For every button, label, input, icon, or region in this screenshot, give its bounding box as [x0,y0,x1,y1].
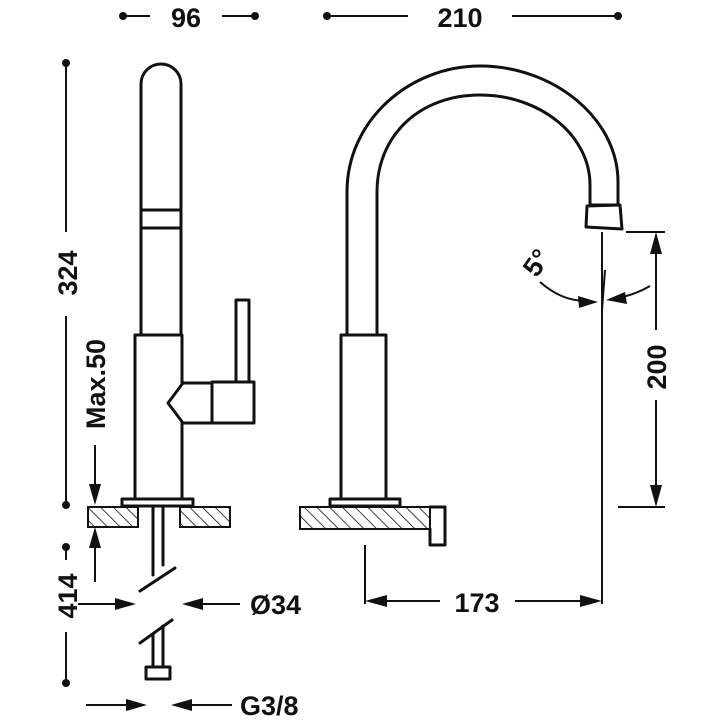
dim-connection-label: G3/8 [240,691,299,720]
dim-connection: G3/8 [86,691,299,720]
dim-max-deck-label: Max.50 [81,339,111,429]
dim-below-deck: 414 [53,543,83,687]
dim-width-side: 210 [323,3,622,33]
dim-reach-label: 173 [454,588,499,618]
dim-width-front: 96 [119,3,259,33]
dim-spout-angle-label: 5° [517,244,556,282]
faucet-side-view [299,64,624,547]
faucet-front-view [87,62,256,681]
dim-width-front-label: 96 [171,3,201,33]
dim-spout-angle: 5° [517,232,651,604]
dim-total-height-label: 324 [53,250,83,295]
dim-below-deck-label: 414 [53,573,83,618]
dim-diameter-label: Ø34 [250,590,301,620]
dim-width-side-label: 210 [437,3,482,33]
dim-reach: 173 [364,545,602,618]
dim-max-deck: Max.50 [81,339,111,582]
dim-spout-height: 200 [618,231,672,508]
dim-spout-height-label: 200 [642,344,672,389]
dim-total-height: 324 [53,59,83,509]
dim-diameter: Ø34 [78,590,301,620]
